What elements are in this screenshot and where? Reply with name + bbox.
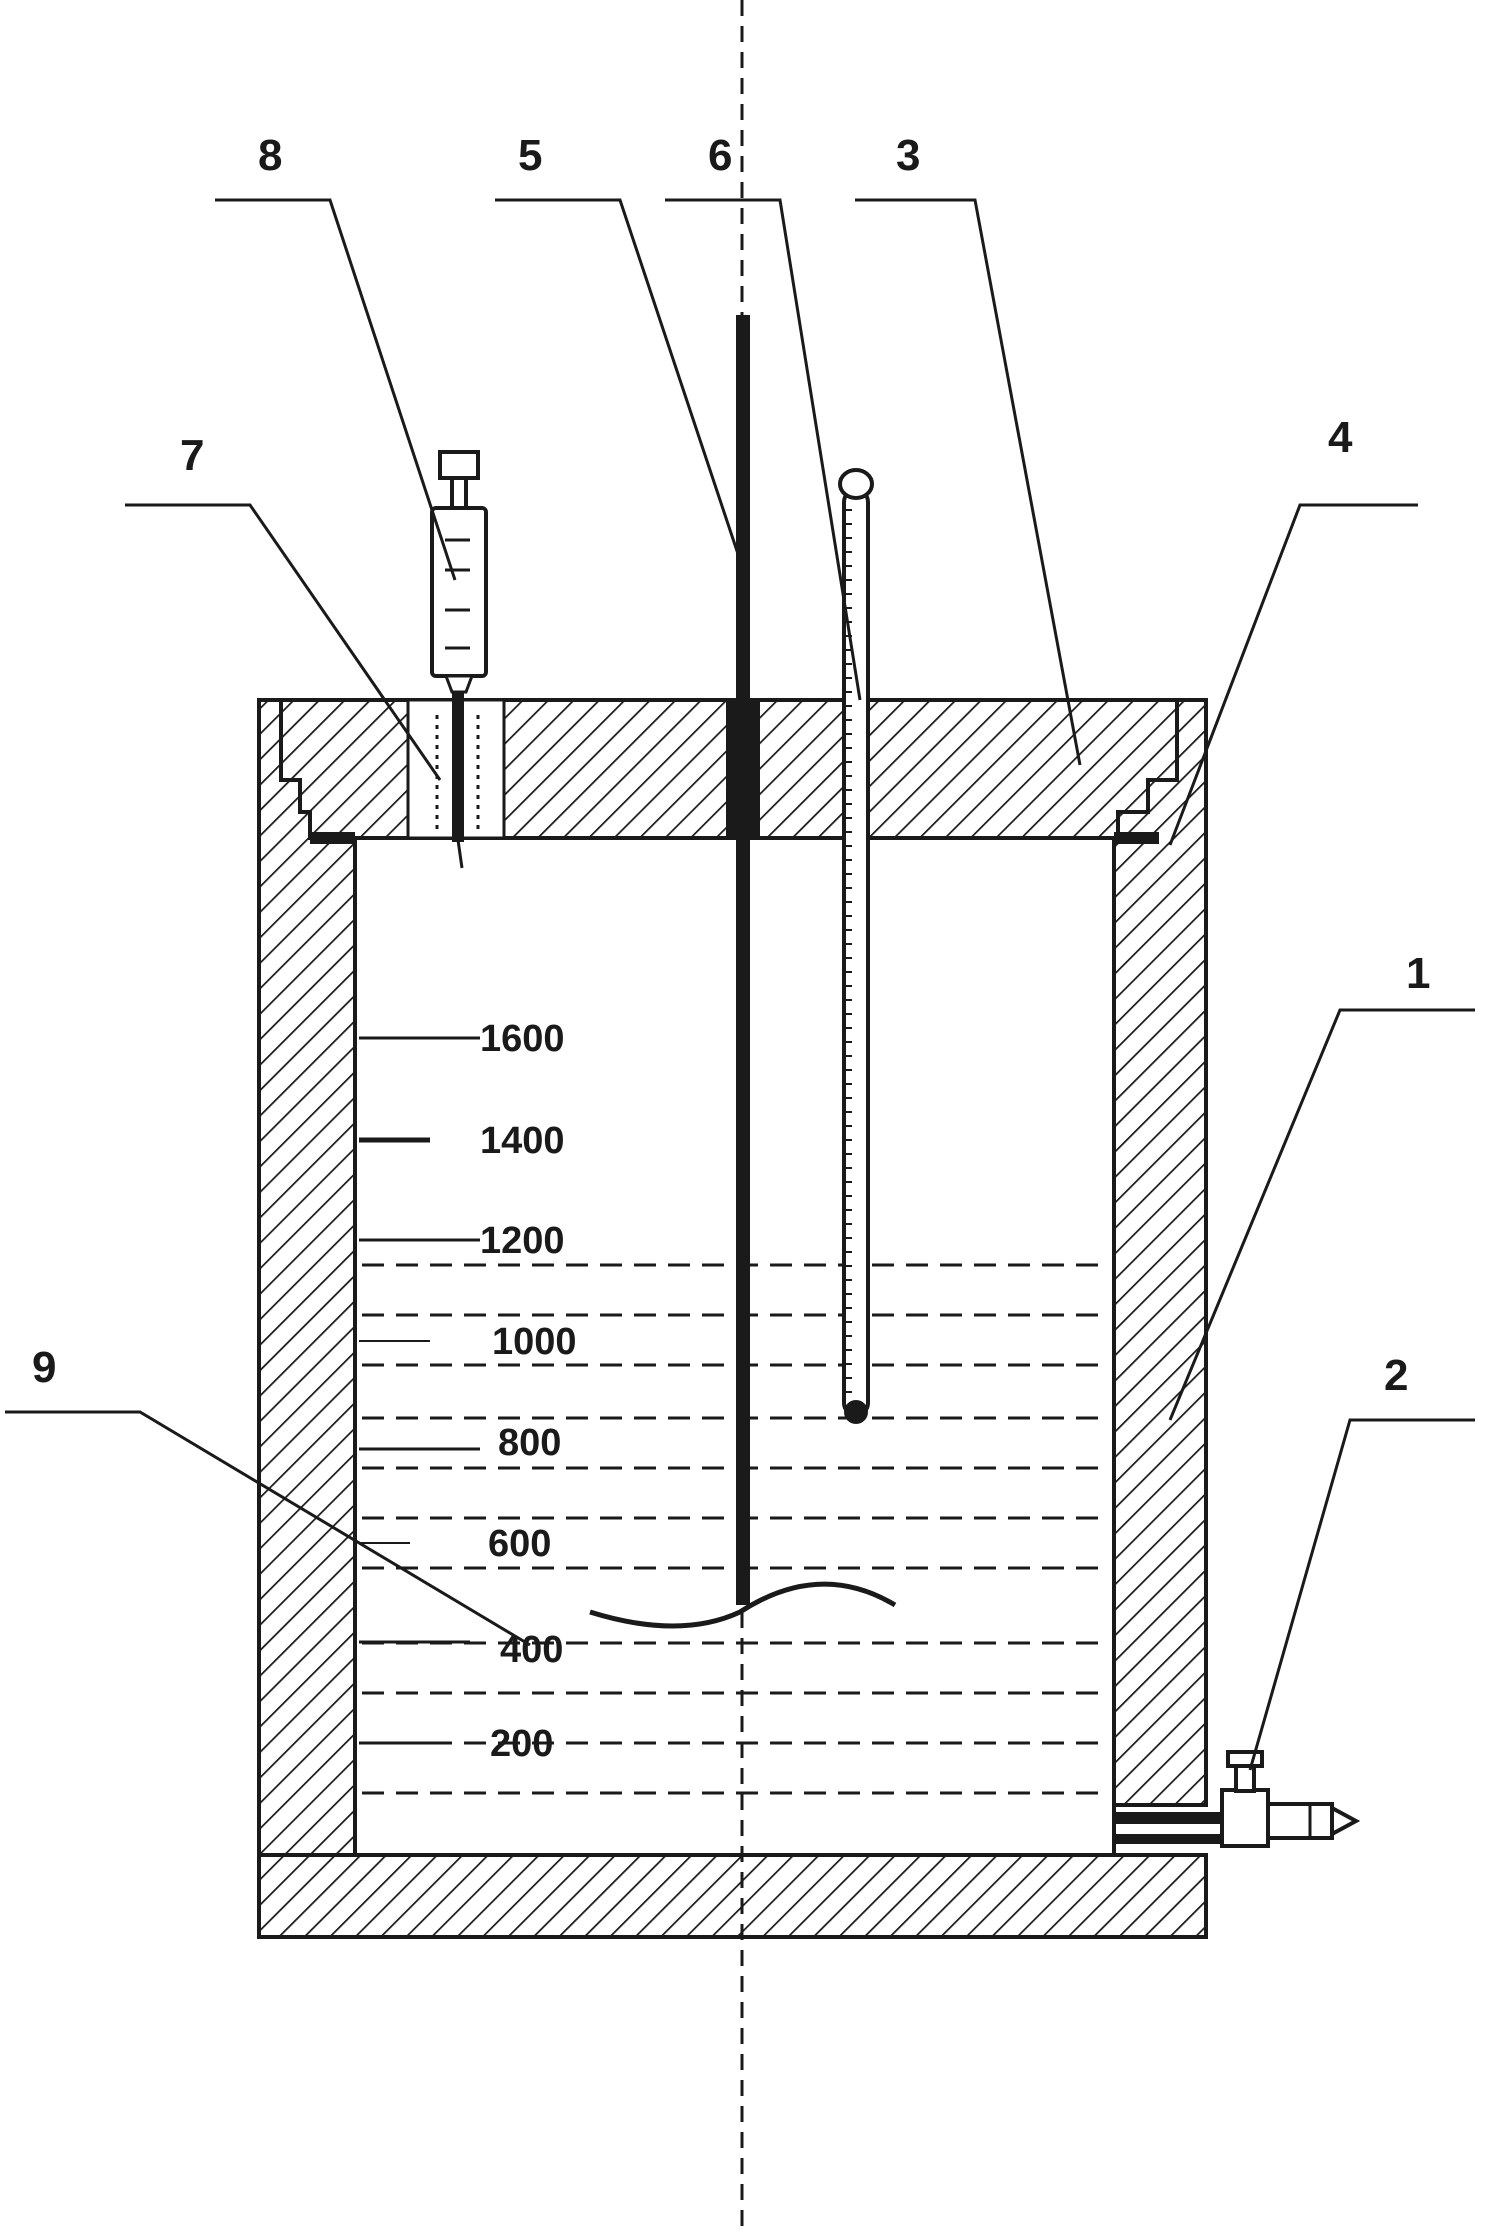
- scale-label-1200: 1200: [480, 1220, 565, 1262]
- stirrer-icon: [589, 315, 897, 1629]
- right-wall: [1112, 698, 1208, 1807]
- inner-cavity: [353, 836, 1116, 1857]
- callout-7: 7: [180, 431, 204, 480]
- callout-3: 3: [896, 131, 920, 180]
- scale-label-400: 400: [500, 1629, 563, 1671]
- scale-label-800: 800: [498, 1422, 561, 1464]
- callout-6: 6: [708, 131, 732, 180]
- scale-ticks: [359, 1036, 480, 1745]
- callout-5: 5: [518, 131, 542, 180]
- callout-2: 2: [1384, 1351, 1408, 1400]
- scale-label-1600: 1600: [480, 1018, 565, 1060]
- seal-ring-left: [310, 832, 355, 844]
- left-wall: [257, 698, 357, 1857]
- callout-1: 1: [1406, 949, 1430, 998]
- callout-8: 8: [258, 131, 282, 180]
- callout-9: 9: [32, 1343, 56, 1392]
- thermometer-icon: [838, 468, 874, 1424]
- container-bottom: [257, 1853, 1208, 1939]
- scale-label-200: 200: [490, 1723, 553, 1765]
- callout-4: 4: [1328, 413, 1353, 462]
- container: [257, 698, 1208, 1939]
- scale-label-1400: 1400: [480, 1120, 565, 1162]
- scale-label-600: 600: [488, 1523, 551, 1565]
- leader-lines: [5, 198, 1475, 1771]
- seal-ring-right: [1114, 832, 1159, 844]
- valve-icon: [1114, 1750, 1361, 1848]
- scale-label-1000: 1000: [492, 1321, 577, 1363]
